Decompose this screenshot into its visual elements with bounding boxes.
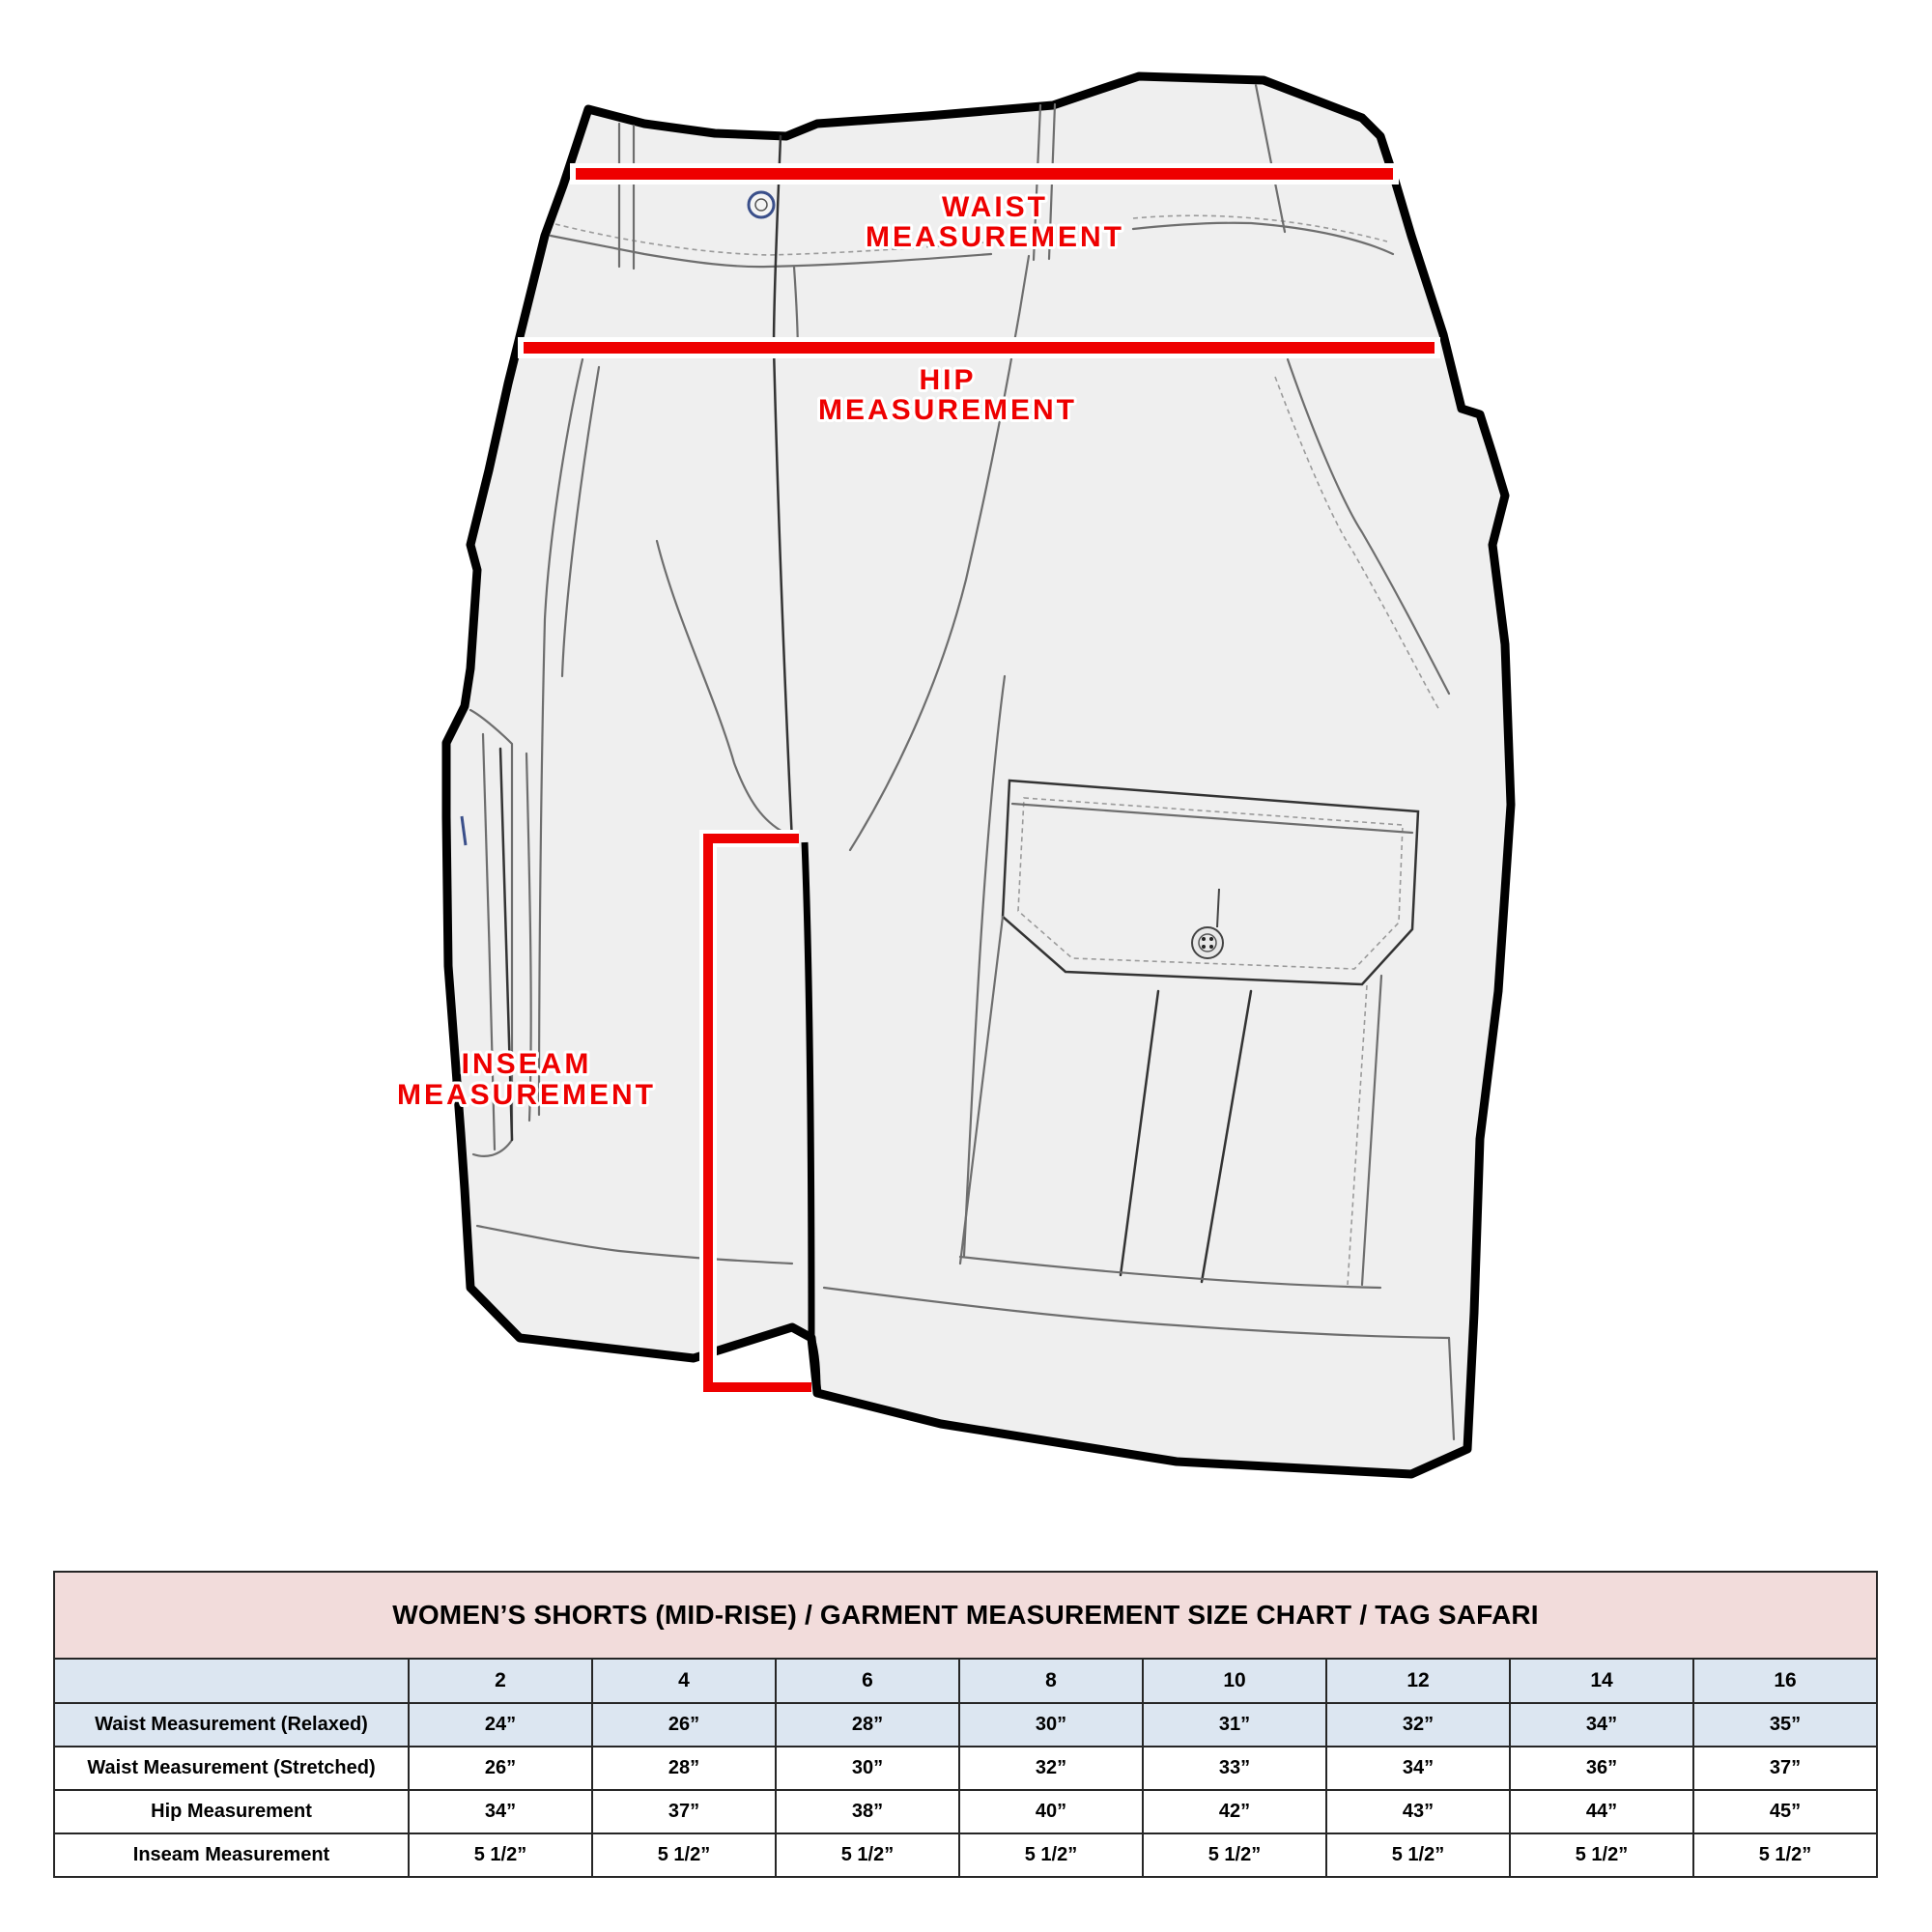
table-cell: 5 1/2”: [1142, 1833, 1327, 1878]
table-cell: 32”: [958, 1746, 1144, 1791]
right-hem-side: [1447, 1336, 1456, 1441]
table-cell: 24”: [408, 1702, 593, 1747]
size-header-row: 2 4 6 8 10 12 14 16: [53, 1658, 1878, 1704]
table-cell: 31”: [1142, 1702, 1327, 1747]
hip-label-line1: HIP: [919, 364, 976, 396]
table-cell: 40”: [958, 1789, 1144, 1834]
table-cell: 45”: [1692, 1789, 1878, 1834]
table-cell: 34”: [1509, 1702, 1694, 1747]
inseam-label-line1: INSEAM: [462, 1048, 592, 1080]
table-cell: 5 1/2”: [958, 1833, 1144, 1878]
waist-label-line1: WAIST: [942, 191, 1048, 223]
table-row-waist-relaxed: Waist Measurement (Relaxed) 24” 26” 28” …: [53, 1702, 1878, 1747]
table-cell: 28”: [775, 1702, 960, 1747]
table-cell: 33”: [1142, 1746, 1327, 1791]
shorts-measurement-diagram: WAIST MEASUREMENT HIP MEASUREMENT INSEAM…: [396, 71, 1516, 1479]
row-label: Waist Measurement (Relaxed): [53, 1702, 410, 1747]
corner-cell: [53, 1658, 410, 1704]
inseam-measurement-bracket: [699, 830, 811, 1396]
table-cell: 30”: [958, 1702, 1144, 1747]
row-label: Inseam Measurement: [53, 1833, 410, 1878]
size-chart-title-row: WOMEN’S SHORTS (MID-RISE) / GARMENT MEAS…: [53, 1571, 1878, 1660]
waistband-button-icon: [747, 190, 776, 219]
cargo-pocket-left: [460, 708, 532, 1157]
table-cell: 32”: [1325, 1702, 1511, 1747]
table-row-inseam: Inseam Measurement 5 1/2” 5 1/2” 5 1/2” …: [53, 1833, 1878, 1878]
table-cell: 5 1/2”: [1509, 1833, 1694, 1878]
table-cell: 42”: [1142, 1789, 1327, 1834]
table-cell: 34”: [1325, 1746, 1511, 1791]
table-cell: 26”: [408, 1746, 593, 1791]
size-header-8: 8: [958, 1658, 1144, 1704]
shorts-outline: [441, 71, 1516, 1479]
size-header-4: 4: [591, 1658, 777, 1704]
table-cell: 26”: [591, 1702, 777, 1747]
left-hem-fold: [475, 1224, 794, 1265]
table-cell: 5 1/2”: [408, 1833, 593, 1878]
table-cell: 5 1/2”: [775, 1833, 960, 1878]
size-chart-title: WOMEN’S SHORTS (MID-RISE) / GARMENT MEAS…: [53, 1571, 1878, 1660]
table-cell: 5 1/2”: [591, 1833, 777, 1878]
table-row-hip: Hip Measurement 34” 37” 38” 40” 42” 43” …: [53, 1789, 1878, 1834]
size-header-14: 14: [1509, 1658, 1694, 1704]
table-cell: 34”: [408, 1789, 593, 1834]
hip-label-line2: MEASUREMENT: [818, 394, 1077, 426]
waist-label-line2: MEASUREMENT: [866, 221, 1124, 253]
inner-leg-edge: [801, 841, 815, 1339]
table-cell: 38”: [775, 1789, 960, 1834]
table-cell: 37”: [591, 1789, 777, 1834]
size-header-2: 2: [408, 1658, 593, 1704]
size-header-10: 10: [1142, 1658, 1327, 1704]
inner-leg-edge-hem: [808, 1336, 821, 1394]
right-hem-fold: [822, 1286, 1451, 1340]
cargo-pocket-right: [958, 779, 1420, 1290]
table-cell: 37”: [1692, 1746, 1878, 1791]
table-cell: 36”: [1509, 1746, 1694, 1791]
table-cell: 5 1/2”: [1325, 1833, 1511, 1878]
pocket-button-icon: [1191, 888, 1224, 959]
table-cell: 35”: [1692, 1702, 1878, 1747]
waistband-details: [549, 83, 1395, 270]
table-cell: 30”: [775, 1746, 960, 1791]
inseam-label-line2: MEASUREMENT: [397, 1079, 656, 1111]
size-header-16: 16: [1692, 1658, 1878, 1704]
table-cell: 43”: [1325, 1789, 1511, 1834]
table-cell: 5 1/2”: [1692, 1833, 1878, 1878]
table-cell: 28”: [591, 1746, 777, 1791]
size-chart-table: WOMEN’S SHORTS (MID-RISE) / GARMENT MEAS…: [53, 1571, 1878, 1878]
row-label: Waist Measurement (Stretched): [53, 1746, 410, 1791]
table-row-waist-stretched: Waist Measurement (Stretched) 26” 28” 30…: [53, 1746, 1878, 1791]
size-header-12: 12: [1325, 1658, 1511, 1704]
row-label: Hip Measurement: [53, 1789, 410, 1834]
size-header-6: 6: [775, 1658, 960, 1704]
table-cell: 44”: [1509, 1789, 1694, 1834]
